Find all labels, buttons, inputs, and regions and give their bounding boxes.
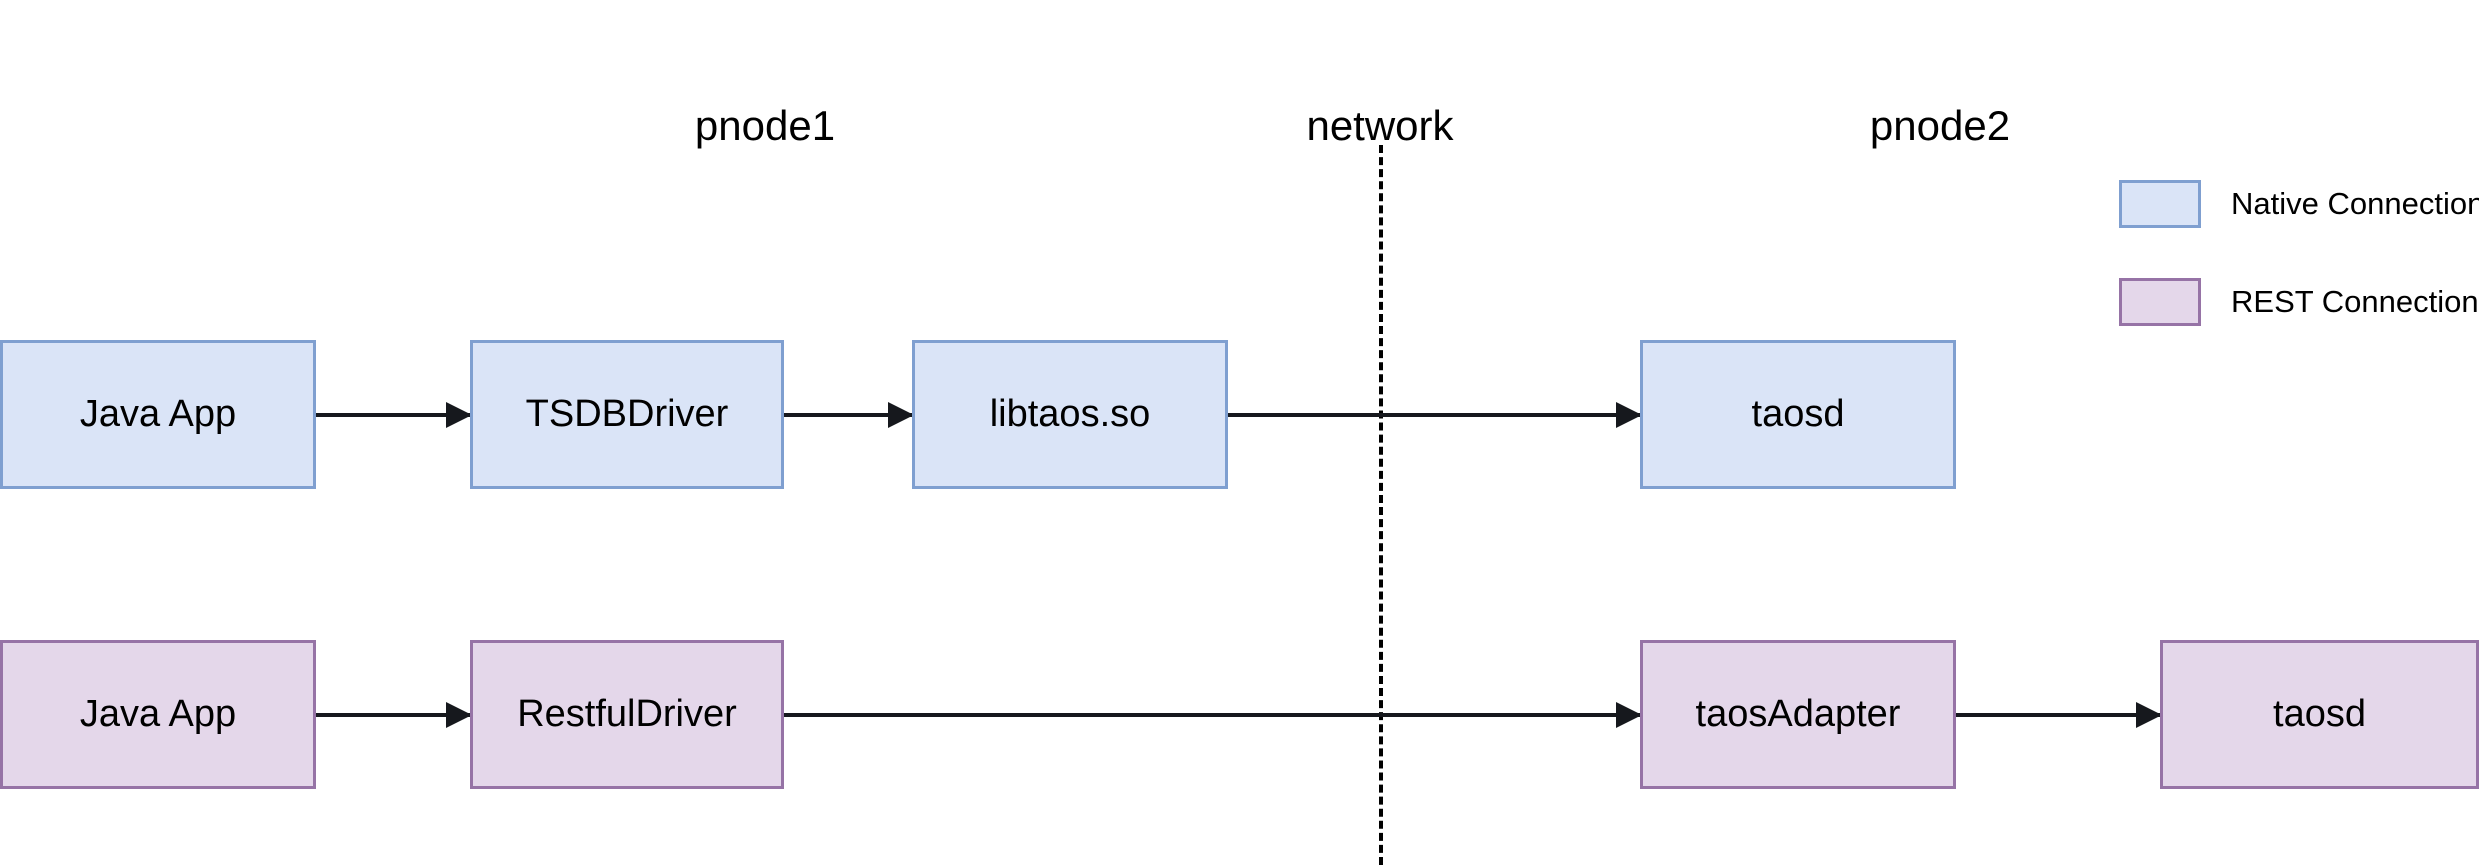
flow-arrow [316,702,472,728]
arrowhead-icon [2136,702,2162,728]
arrowhead-icon [1616,702,1642,728]
flow-arrow [784,402,914,428]
legend-item-rest: REST Connection [2119,278,2479,326]
legend-swatch-native [2119,180,2201,228]
zone-label-pnode2: pnode2 [1869,102,2011,149]
legend-label: Native Connection [2231,186,2479,221]
node-label: taosAdapter [1695,693,1901,735]
node-label: RestfulDriver [517,693,737,735]
node-label: libtaos.so [989,393,1151,435]
arrowhead-icon [446,402,472,428]
node-libtaos-so[interactable]: libtaos.so [912,340,1228,489]
node-label: TSDBDriver [525,393,729,435]
network-divider-line [1379,145,1383,865]
flow-arrow [316,402,472,428]
node-java-app[interactable]: Java App [0,340,316,489]
node-taosd[interactable]: taosd [2160,640,2479,789]
node-java-app[interactable]: Java App [0,640,316,789]
zone-label-pnode1: pnode1 [694,102,836,149]
node-tsdbdriver[interactable]: TSDBDriver [470,340,784,489]
node-label: Java App [79,693,237,735]
flow-arrow [784,702,1642,728]
arrowhead-icon [888,402,914,428]
legend-item-native: Native Connection [2119,180,2479,228]
legend-swatch-rest [2119,278,2201,326]
zone-label-network: network [1306,102,1454,149]
node-restfuldriver[interactable]: RestfulDriver [470,640,784,789]
node-label: taosd [1751,393,1845,435]
legend-label: REST Connection [2231,284,2479,319]
arrowhead-icon [446,702,472,728]
node-taosd[interactable]: taosd [1640,340,1956,489]
flow-arrow [1956,702,2162,728]
node-taosadapter[interactable]: taosAdapter [1640,640,1956,789]
flow-arrow [1228,402,1642,428]
node-label: Java App [79,393,237,435]
arrowhead-icon [1616,402,1642,428]
node-label: taosd [2273,693,2366,735]
